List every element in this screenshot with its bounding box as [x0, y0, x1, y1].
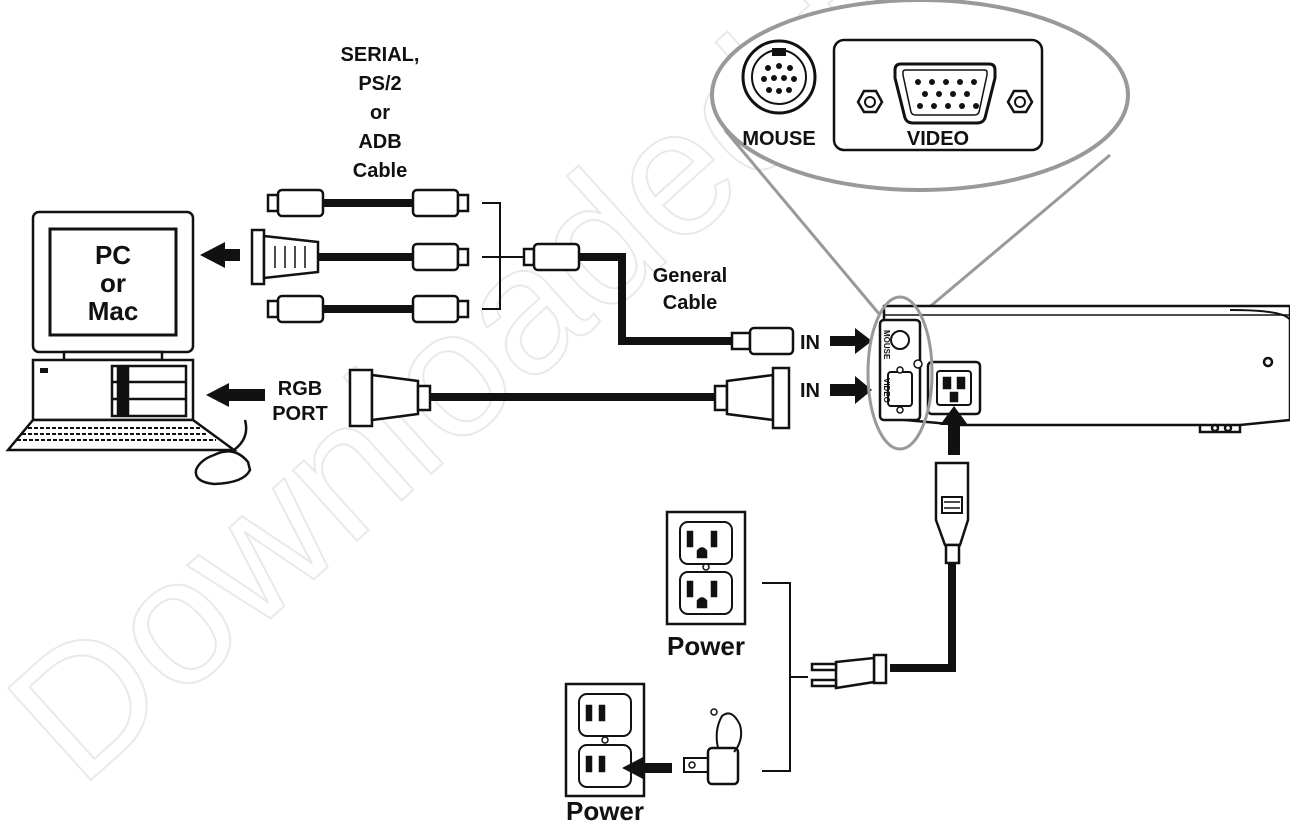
cable-option-3: [266, 294, 470, 324]
outlet-2-icon: [564, 682, 646, 798]
cable-type-line-5: Cable: [353, 160, 407, 182]
cable-type-line-3: or: [370, 102, 390, 124]
video-in-label: IN: [800, 380, 820, 402]
mouse-port-icon: [741, 39, 817, 115]
power-cord: [810, 406, 970, 690]
port-highlight-ellipse: [866, 295, 934, 451]
cable-type-line-1: SERIAL,: [341, 44, 420, 66]
mouse-label: MOUSE: [742, 128, 815, 150]
general-cable-label-1: General: [653, 265, 727, 287]
arrow-to-computer-rgb: [206, 383, 265, 407]
adapter-plug-icon: [622, 708, 743, 786]
cable-options: [250, 188, 524, 324]
computer-icon: [5, 210, 252, 486]
power-label-1: Power: [667, 631, 745, 661]
general-cable-label-2: Cable: [663, 292, 717, 314]
video-port-icon: [893, 62, 997, 125]
rgb-port-label-2: PORT: [272, 403, 328, 425]
mouse-vertical-label: MOUSE: [882, 330, 891, 360]
video-label: VIDEO: [907, 128, 969, 150]
mouse-in-label: IN: [800, 332, 820, 354]
cable-option-1: [266, 188, 470, 218]
screw-right-icon: [1006, 89, 1034, 114]
general-cable: [522, 242, 795, 356]
screw-left-icon: [856, 89, 884, 114]
power-bracket: [762, 582, 791, 772]
video-in-arrow: [830, 376, 872, 404]
port-callout: MOUSE VIDEO: [710, 0, 1130, 317]
cable-type-line-4: ADB: [358, 131, 401, 153]
power-label-2: Power: [566, 796, 644, 826]
computer-label-mac: Mac: [88, 296, 139, 326]
video-vertical-label: VIDEO: [882, 378, 891, 403]
computer-label-pc: PC: [95, 240, 131, 270]
projector-icon: [878, 304, 1290, 434]
mouse-in-arrow: [830, 328, 872, 354]
cable-types-label: SERIAL, PS/2 or ADB Cable: [341, 44, 420, 182]
cable-type-line-2: PS/2: [358, 73, 401, 95]
arrow-to-computer-mouse: [200, 242, 240, 268]
cable-option-2: [250, 228, 470, 286]
outlet-1-icon: [665, 510, 747, 626]
rgb-port-label-1: RGB: [278, 378, 322, 400]
computer-label-or: or: [100, 268, 126, 298]
rgb-cable: [348, 366, 791, 430]
